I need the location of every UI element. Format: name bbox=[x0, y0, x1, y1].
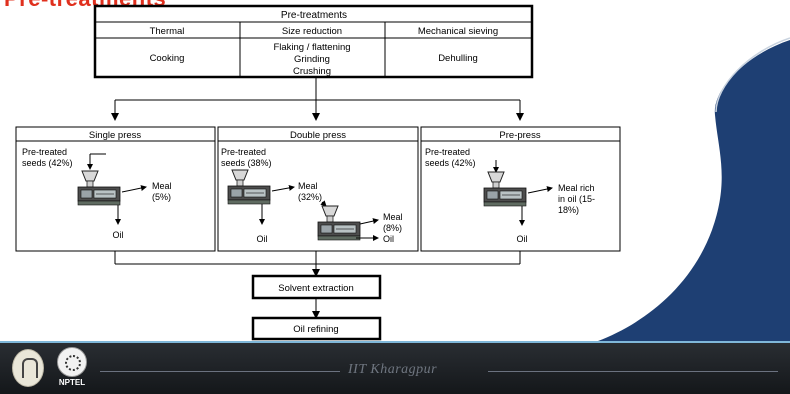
pretreatments-heading: Pre-treatments bbox=[281, 10, 347, 21]
footer-bar bbox=[0, 342, 790, 394]
pre-press-meal-line1: Meal rich bbox=[558, 183, 595, 193]
single-press-meal-line2: (5%) bbox=[152, 192, 171, 202]
double-press-meal2-line2: (8%) bbox=[383, 223, 402, 233]
oil-refining-box: Oil refining bbox=[251, 316, 382, 341]
column-header-mechanical-sieving: Mechanical sieving bbox=[418, 26, 498, 37]
pre-press-input-line1: Pre-treated bbox=[425, 147, 470, 157]
pretreatments-table: Pre-treatments Thermal Size reduction Me… bbox=[93, 4, 534, 79]
double-press-oil-1: Oil bbox=[257, 234, 268, 244]
solvent-extraction-label: Solvent extraction bbox=[278, 283, 354, 294]
single-press-input-line1: Pre-treated bbox=[22, 147, 67, 157]
pre-press-title: Pre-press bbox=[499, 130, 540, 141]
single-press-oil: Oil bbox=[113, 230, 124, 240]
column-header-thermal: Thermal bbox=[150, 26, 185, 37]
pre-press-meal-line2: in oil (15- bbox=[558, 194, 595, 204]
double-press-input-line1: Pre-treated bbox=[221, 147, 266, 157]
iit-logo-icon bbox=[12, 349, 44, 387]
size-item-grinding: Grinding bbox=[294, 54, 330, 65]
thermal-item-cooking: Cooking bbox=[150, 53, 185, 64]
single-press-input-line2: seeds (42%) bbox=[22, 158, 73, 168]
double-press-input-line2: seeds (38%) bbox=[221, 158, 272, 168]
size-item-crushing: Crushing bbox=[293, 66, 331, 77]
decorative-swoosh-highlight bbox=[715, 37, 790, 113]
footer-rule-left bbox=[100, 371, 340, 372]
footer-rule-right bbox=[488, 371, 778, 372]
column-header-size-reduction: Size reduction bbox=[282, 26, 342, 37]
double-press-oil-2: Oil bbox=[383, 234, 394, 244]
distribution-connectors bbox=[111, 77, 524, 121]
single-press-meal-line1: Meal bbox=[152, 181, 172, 191]
footer-accent-line bbox=[0, 341, 790, 343]
single-press-title: Single press bbox=[89, 130, 142, 141]
pre-press-meal-line3: 18%) bbox=[558, 205, 579, 215]
decorative-swoosh bbox=[598, 40, 790, 341]
size-item-flaking: Flaking / flattening bbox=[273, 42, 350, 53]
slide-title-fragment: Pre-treatments bbox=[0, 0, 330, 8]
footer-institution-text: IIT Kharagpur bbox=[348, 362, 438, 377]
pre-press-input-line2: seeds (42%) bbox=[425, 158, 476, 168]
double-press-title: Double press bbox=[290, 130, 346, 141]
merge-connectors bbox=[114, 251, 521, 277]
oil-refining-label: Oil refining bbox=[293, 324, 338, 335]
nptel-logo-icon: NPTEL bbox=[52, 347, 92, 393]
pre-press-panel: Pre-press Pre-treated seeds (42%) Meal r… bbox=[420, 126, 621, 252]
pre-press-oil: Oil bbox=[517, 234, 528, 244]
sieving-item-dehulling: Dehulling bbox=[438, 53, 478, 64]
nptel-logo-label: NPTEL bbox=[58, 378, 86, 387]
double-press-meal2-line1: Meal bbox=[383, 212, 403, 222]
double-press-meal-line1: Meal bbox=[298, 181, 318, 191]
solvent-extraction-box: Solvent extraction bbox=[251, 274, 382, 300]
single-press-panel: Single press Pre-treated seeds (42%) Mea… bbox=[15, 126, 216, 252]
double-press-panel: Double press Pre-treated seeds (38%) Mea… bbox=[217, 126, 419, 252]
double-press-meal-line2: (32%) bbox=[298, 192, 322, 202]
